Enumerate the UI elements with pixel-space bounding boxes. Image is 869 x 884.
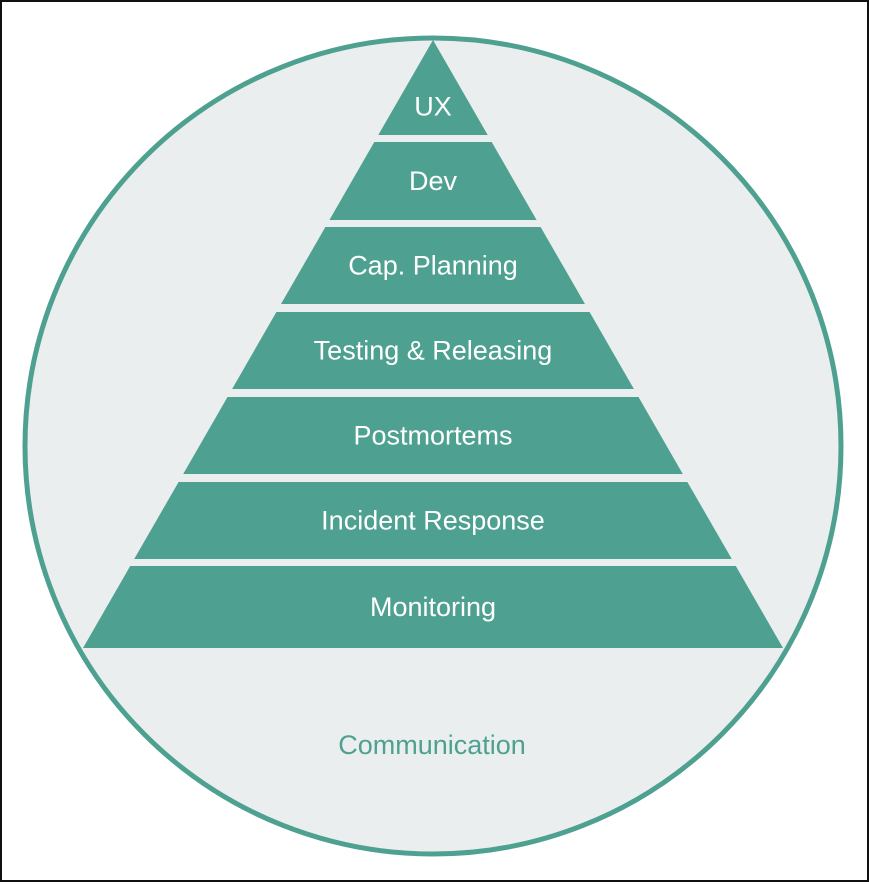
pyramid-tier-label: UX: [414, 92, 452, 122]
pyramid-tier-1: [378, 40, 488, 135]
pyramid-tier-5: [183, 397, 683, 474]
pyramid-tier-label: Dev: [409, 166, 458, 196]
pyramid-tier-label: Postmortems: [353, 421, 512, 451]
communication-label: Communication: [338, 730, 526, 760]
pyramid-tier-2: [329, 142, 537, 220]
pyramid-tier-label: Monitoring: [370, 592, 496, 622]
pyramid-tier-3: [281, 227, 585, 304]
pyramid-tier-label: Testing & Releasing: [314, 336, 553, 366]
pyramid-tier-label: Incident Response: [321, 506, 545, 536]
pyramid-tier-label: Cap. Planning: [348, 251, 518, 281]
pyramid-tier-6: [134, 482, 732, 559]
pyramid-tier-7: [83, 566, 783, 648]
pyramid-tier-4: [232, 312, 634, 389]
